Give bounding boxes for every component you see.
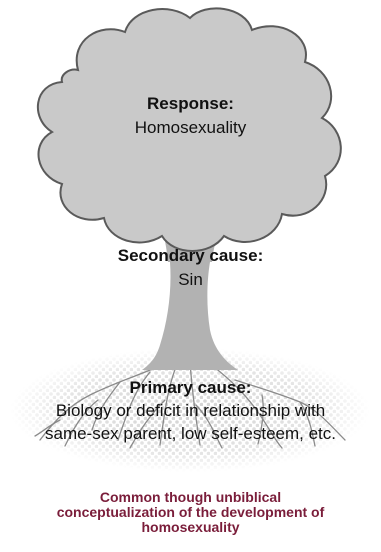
secondary-cause-heading: Secondary cause:	[117, 246, 264, 265]
response-heading: Response:	[147, 94, 234, 113]
response-text: Homosexuality	[134, 118, 247, 137]
primary-cause-heading: Primary cause:	[129, 378, 252, 397]
caption-line-2: conceptualization of the development of	[56, 504, 325, 520]
primary-cause-line-1: Biology or deficit in relationship with	[55, 401, 326, 420]
secondary-cause-text: Sin	[178, 270, 203, 289]
primary-cause-line-2: same-sex parent, low self-esteem, etc.	[44, 424, 336, 443]
caption-line-1: Common though unbiblical	[99, 489, 282, 505]
caption-line-3: homosexuality	[141, 519, 240, 535]
tree-canopy	[36, 7, 342, 252]
